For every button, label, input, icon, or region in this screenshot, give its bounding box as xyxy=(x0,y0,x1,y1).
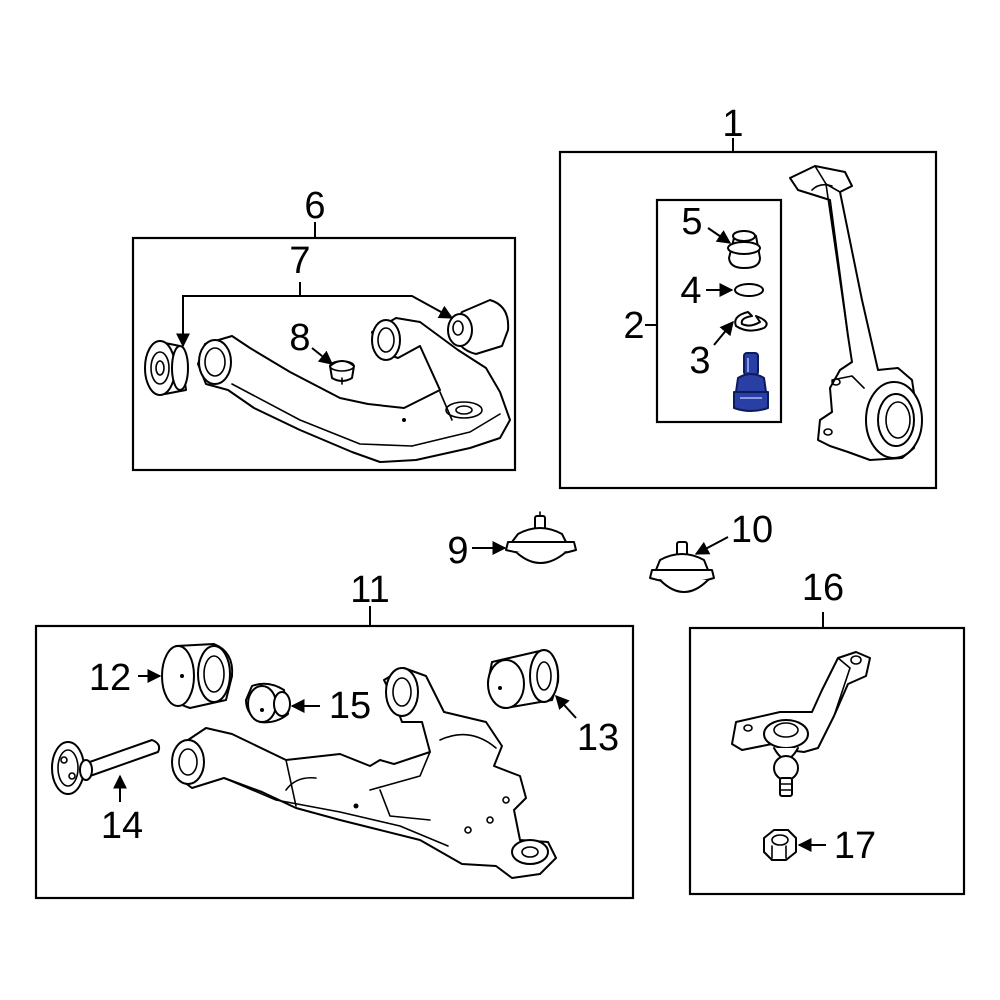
callout-6[interactable]: 6 xyxy=(304,185,325,227)
lower-arm-bushing-13[interactable] xyxy=(487,649,560,709)
lower-ball-joint-part[interactable] xyxy=(731,651,871,797)
box-1 xyxy=(558,150,938,490)
callout-11[interactable]: 11 xyxy=(350,569,389,611)
callout-13[interactable]: 13 xyxy=(577,717,619,759)
callout-5[interactable]: 5 xyxy=(681,201,702,243)
group-6-upper-control-arm: 6 7 8 xyxy=(131,185,517,472)
upper-arm-bushing-left[interactable] xyxy=(144,340,189,396)
group-1-steering-knuckle: 1 2 5 4 3 xyxy=(558,103,938,490)
callout-12[interactable]: 12 xyxy=(89,657,131,699)
callout-9[interactable]: 9 xyxy=(447,530,468,572)
box-6 xyxy=(131,236,517,472)
o-ring-part[interactable] xyxy=(734,283,764,297)
lower-arm-bushing-12[interactable] xyxy=(161,643,234,709)
callout-1[interactable]: 1 xyxy=(722,103,743,145)
callout-17[interactable]: 17 xyxy=(834,825,876,867)
snap-ring-part[interactable] xyxy=(734,311,768,332)
group-16-lower-ball-joint: 16 17 xyxy=(688,567,966,896)
lower-bump-stop-15[interactable] xyxy=(245,682,291,724)
ball-joint-10-part[interactable] xyxy=(649,541,715,593)
cam-bolt-14[interactable] xyxy=(51,739,161,795)
callout-14[interactable]: 14 xyxy=(101,805,143,847)
callout-2[interactable]: 2 xyxy=(623,305,644,347)
box-2 xyxy=(655,198,783,424)
callout-15[interactable]: 15 xyxy=(329,685,371,727)
callout-8[interactable]: 8 xyxy=(289,317,310,359)
lower-control-arm-part[interactable] xyxy=(171,667,557,879)
dust-boot-part[interactable] xyxy=(727,230,761,269)
castle-nut-17[interactable] xyxy=(763,829,797,861)
callout-7[interactable]: 7 xyxy=(289,240,310,282)
box-16 xyxy=(688,626,966,896)
group-11-lower-control-arm: 11 12 15 13 xyxy=(34,569,635,900)
box-11 xyxy=(34,624,635,900)
ball-joint-9-part[interactable] xyxy=(505,511,577,564)
callout-4[interactable]: 4 xyxy=(680,270,701,312)
callout-3[interactable]: 3 xyxy=(689,340,710,382)
ball-joint-part-highlighted[interactable] xyxy=(733,352,769,412)
bump-stop-part[interactable] xyxy=(329,360,355,385)
callout-16[interactable]: 16 xyxy=(802,567,844,609)
steering-knuckle-part[interactable] xyxy=(789,165,923,461)
upper-arm-bushing-right[interactable] xyxy=(447,299,510,355)
callout-10[interactable]: 10 xyxy=(731,509,773,551)
upper-control-arm-part[interactable] xyxy=(197,317,511,463)
